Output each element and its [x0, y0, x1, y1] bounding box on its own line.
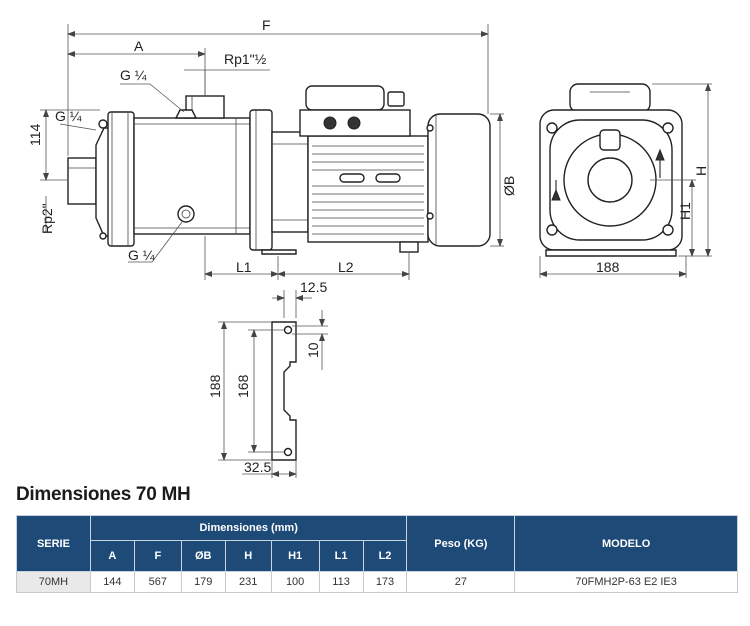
label-g14-bottom: G ¼ [128, 247, 155, 263]
cell-ob: 179 [180, 571, 226, 593]
technical-drawing: F A Rp1"½ G ¼ G ¼ 114 Rp2" G ¼ ØB L1 L2 … [27, 17, 712, 478]
label-H: H [693, 166, 709, 176]
col-header-h: H [224, 540, 272, 572]
label-ob: ØB [501, 176, 517, 196]
label-12-5: 12.5 [300, 279, 327, 295]
label-rp1: Rp1"½ [224, 51, 267, 67]
col-header-a: A [89, 540, 135, 572]
serie-header: SERIE [16, 515, 91, 572]
label-114: 114 [27, 123, 43, 146]
label-F: F [262, 17, 271, 33]
side-view-dimensions [40, 24, 504, 280]
cell-peso: 27 [406, 571, 516, 593]
dimensions-table: SERIE Dimensiones (mm) Peso (KG) MODELO … [16, 515, 738, 593]
cell-serie: 70MH [16, 571, 91, 593]
label-A: A [134, 38, 144, 54]
front-view-dimensions [539, 83, 712, 278]
col-header-ob: ØB [180, 540, 226, 572]
label-188-vertical: 188 [207, 374, 223, 398]
label-188-horizontal: 188 [596, 259, 620, 275]
col-header-f: F [133, 540, 182, 572]
label-l2: L2 [338, 259, 354, 275]
cell-a: 144 [89, 571, 135, 593]
drawing-labels: F A Rp1"½ G ¼ G ¼ 114 Rp2" G ¼ ØB L1 L2 … [27, 17, 709, 475]
label-rp2: Rp2" [39, 203, 55, 234]
label-g14-top: G ¼ [120, 67, 147, 83]
cell-l2: 173 [362, 571, 408, 593]
label-H1: H1 [677, 202, 693, 220]
cell-f: 567 [133, 571, 182, 593]
label-g14-left: G ¼ [55, 108, 82, 124]
cell-h: 231 [224, 571, 272, 593]
dimensions-header: Dimensiones (mm) [89, 515, 408, 541]
motor-fins [312, 145, 424, 235]
bracket-detail [271, 321, 297, 461]
modelo-header: MODELO [514, 515, 738, 572]
corner-bolts [546, 122, 674, 236]
pump-side-view [67, 85, 491, 255]
label-10: 10 [305, 342, 321, 358]
col-header-l1: L1 [318, 540, 364, 572]
peso-header: Peso (KG) [406, 515, 516, 572]
col-header-h1: H1 [270, 540, 320, 572]
cell-l1: 113 [318, 571, 364, 593]
label-32-5: 32.5 [244, 459, 271, 475]
label-168: 168 [235, 374, 251, 398]
bracket-dimensions [218, 290, 328, 478]
table-row: 70MH 144 567 179 231 100 113 173 27 70FM… [16, 571, 738, 593]
label-l1: L1 [236, 259, 252, 275]
cell-h1: 100 [270, 571, 320, 593]
cell-modelo: 70FMH2P-63 E2 IE3 [514, 571, 738, 593]
section-title: Dimensiones 70 MH [16, 484, 191, 505]
col-header-l2: L2 [362, 540, 408, 572]
pump-front-view [539, 83, 683, 257]
